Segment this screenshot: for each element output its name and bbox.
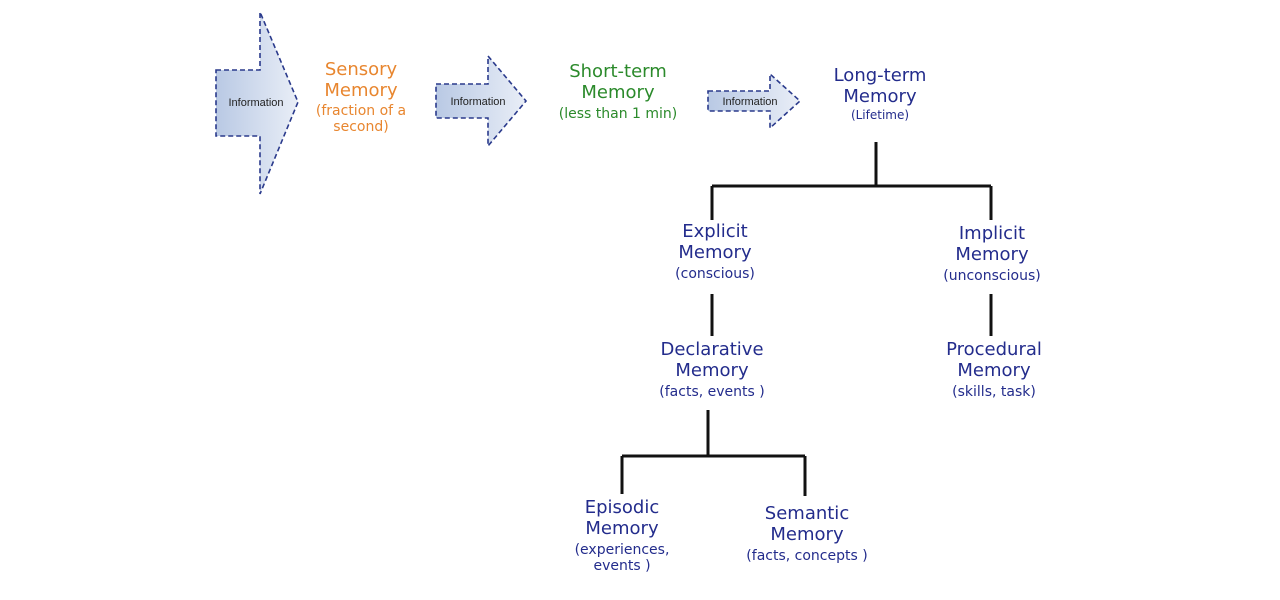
episodic-memory-node: Episodic Memory (experiences, events ) [552, 497, 692, 575]
episodic-sub-1: (experiences, [574, 542, 670, 559]
explicit-title-1: Explicit [682, 221, 748, 242]
sensory-sub-2: second) [333, 119, 389, 136]
implicit-sub: (unconscious) [943, 268, 1041, 285]
information-arrow-3: Information [707, 72, 802, 130]
tree-connectors [620, 142, 993, 496]
implicit-title-2: Memory [955, 243, 1029, 265]
declarative-sub: (facts, events ) [659, 384, 765, 401]
short-term-title-2: Memory [581, 81, 655, 103]
explicit-sub: (conscious) [675, 266, 755, 283]
explicit-memory-node: Explicit Memory (conscious) [645, 221, 785, 283]
short-term-title-1: Short-term [569, 61, 667, 82]
semantic-memory-node: Semantic Memory (facts, concepts ) [737, 503, 877, 565]
declarative-title-2: Memory [675, 359, 749, 381]
implicit-title-1: Implicit [958, 223, 1026, 244]
procedural-title-1: Procedural [946, 339, 1042, 360]
semantic-sub: (facts, concepts ) [746, 548, 868, 565]
semantic-title-2: Memory [770, 523, 844, 545]
sensory-title-2: Memory [324, 79, 398, 101]
declarative-memory-node: Declarative Memory (facts, events ) [642, 339, 782, 401]
explicit-title-2: Memory [678, 241, 752, 263]
procedural-sub: (skills, task) [952, 384, 1036, 401]
arrow-label-3: Information [722, 96, 777, 108]
long-term-sub: (Lifetime) [850, 108, 910, 123]
procedural-memory-node: Procedural Memory (skills, task) [924, 339, 1064, 401]
sensory-title-1: Sensory [324, 59, 398, 80]
arrow-label-2: Information [450, 96, 505, 108]
sensory-memory-node: Sensory Memory (fraction of a second) [296, 59, 426, 136]
episodic-title-2: Memory [585, 517, 659, 539]
sensory-sub-1: (fraction of a [315, 103, 407, 120]
short-term-memory-node: Short-term Memory (less than 1 min) [548, 61, 688, 123]
procedural-title-2: Memory [957, 359, 1031, 381]
arrow-label-1: Information [228, 97, 283, 109]
episodic-sub-2: events ) [593, 558, 651, 575]
short-term-sub: (less than 1 min) [558, 106, 678, 123]
long-term-title-1: Long-term [833, 65, 927, 86]
long-term-title-2: Memory [843, 85, 917, 107]
information-arrow-2: Information [435, 53, 528, 149]
implicit-memory-node: Implicit Memory (unconscious) [922, 223, 1062, 285]
long-term-memory-node: Long-term Memory (Lifetime) [810, 65, 950, 123]
declarative-title-1: Declarative [660, 339, 764, 360]
semantic-title-1: Semantic [764, 503, 850, 524]
episodic-title-1: Episodic [584, 497, 660, 518]
information-arrow-1: Information [215, 11, 299, 195]
